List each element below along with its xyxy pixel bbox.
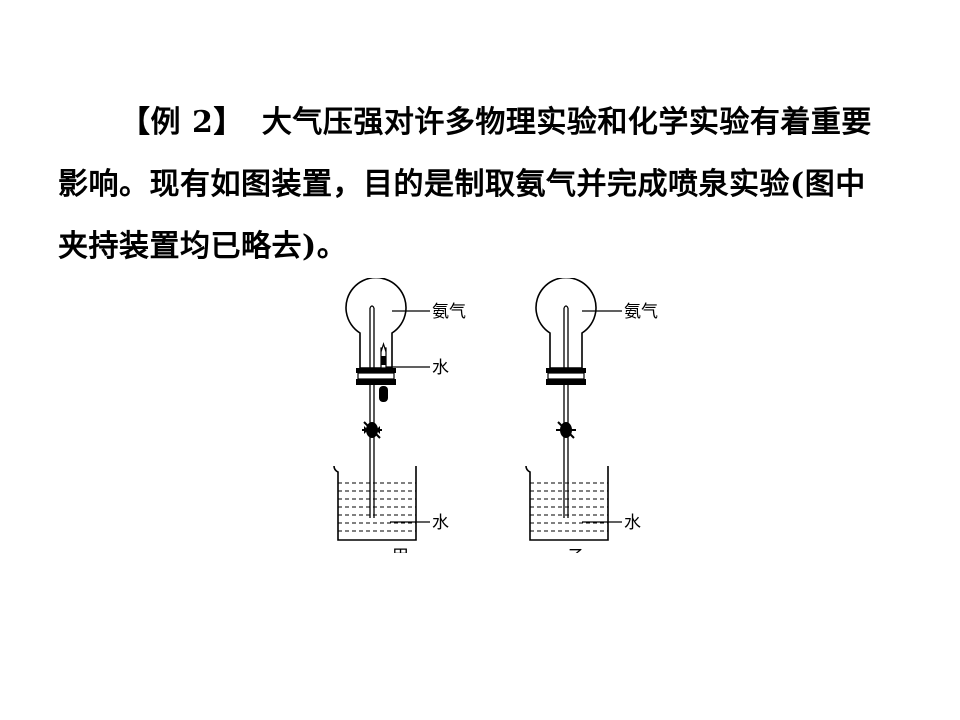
apparatus-right: 氨气 水 乙 — [525, 278, 658, 567]
stopper-right — [546, 368, 586, 385]
flask-left — [345, 278, 407, 369]
label-water-beaker-right: 水 — [624, 513, 641, 533]
caption-left: 甲 — [392, 547, 409, 567]
caption-right: 乙 — [568, 547, 585, 567]
question-line-1-text: 大气压强对许多物理实验和化学实验有着重要 — [261, 105, 872, 140]
dropper-left — [379, 341, 388, 402]
clamp-right — [556, 421, 576, 439]
example-tag: 【例 2】 — [120, 105, 244, 140]
label-ammonia-left: 氨气 — [432, 302, 466, 322]
question-line-2: 影响。现有如图装置，目的是制取氨气并完成喷泉实验(图中 — [58, 167, 866, 202]
beaker-left — [333, 465, 417, 541]
label-water-dropper-left: 水 — [432, 358, 449, 378]
stopper-left — [356, 368, 396, 385]
clamp-left — [362, 421, 382, 439]
apparatus-figure: 氨气 水 水 甲 — [330, 278, 690, 568]
question-text: 【例 2】大气压强对许多物理实验和化学实验有着重要 影响。现有如图装置，目的是制… — [58, 92, 898, 278]
flask-right — [535, 278, 597, 369]
label-water-beaker-left: 水 — [432, 513, 449, 533]
beaker-right — [525, 465, 609, 541]
question-line-3: 夹持装置均已略去)。 — [58, 229, 348, 264]
apparatus-diagram: 氨气 水 水 甲 — [333, 278, 658, 567]
label-ammonia-right: 氨气 — [624, 302, 658, 322]
apparatus-left: 氨气 水 水 甲 — [333, 278, 466, 567]
question-line-1: 【例 2】大气压强对许多物理实验和化学实验有着重要 — [58, 92, 898, 154]
